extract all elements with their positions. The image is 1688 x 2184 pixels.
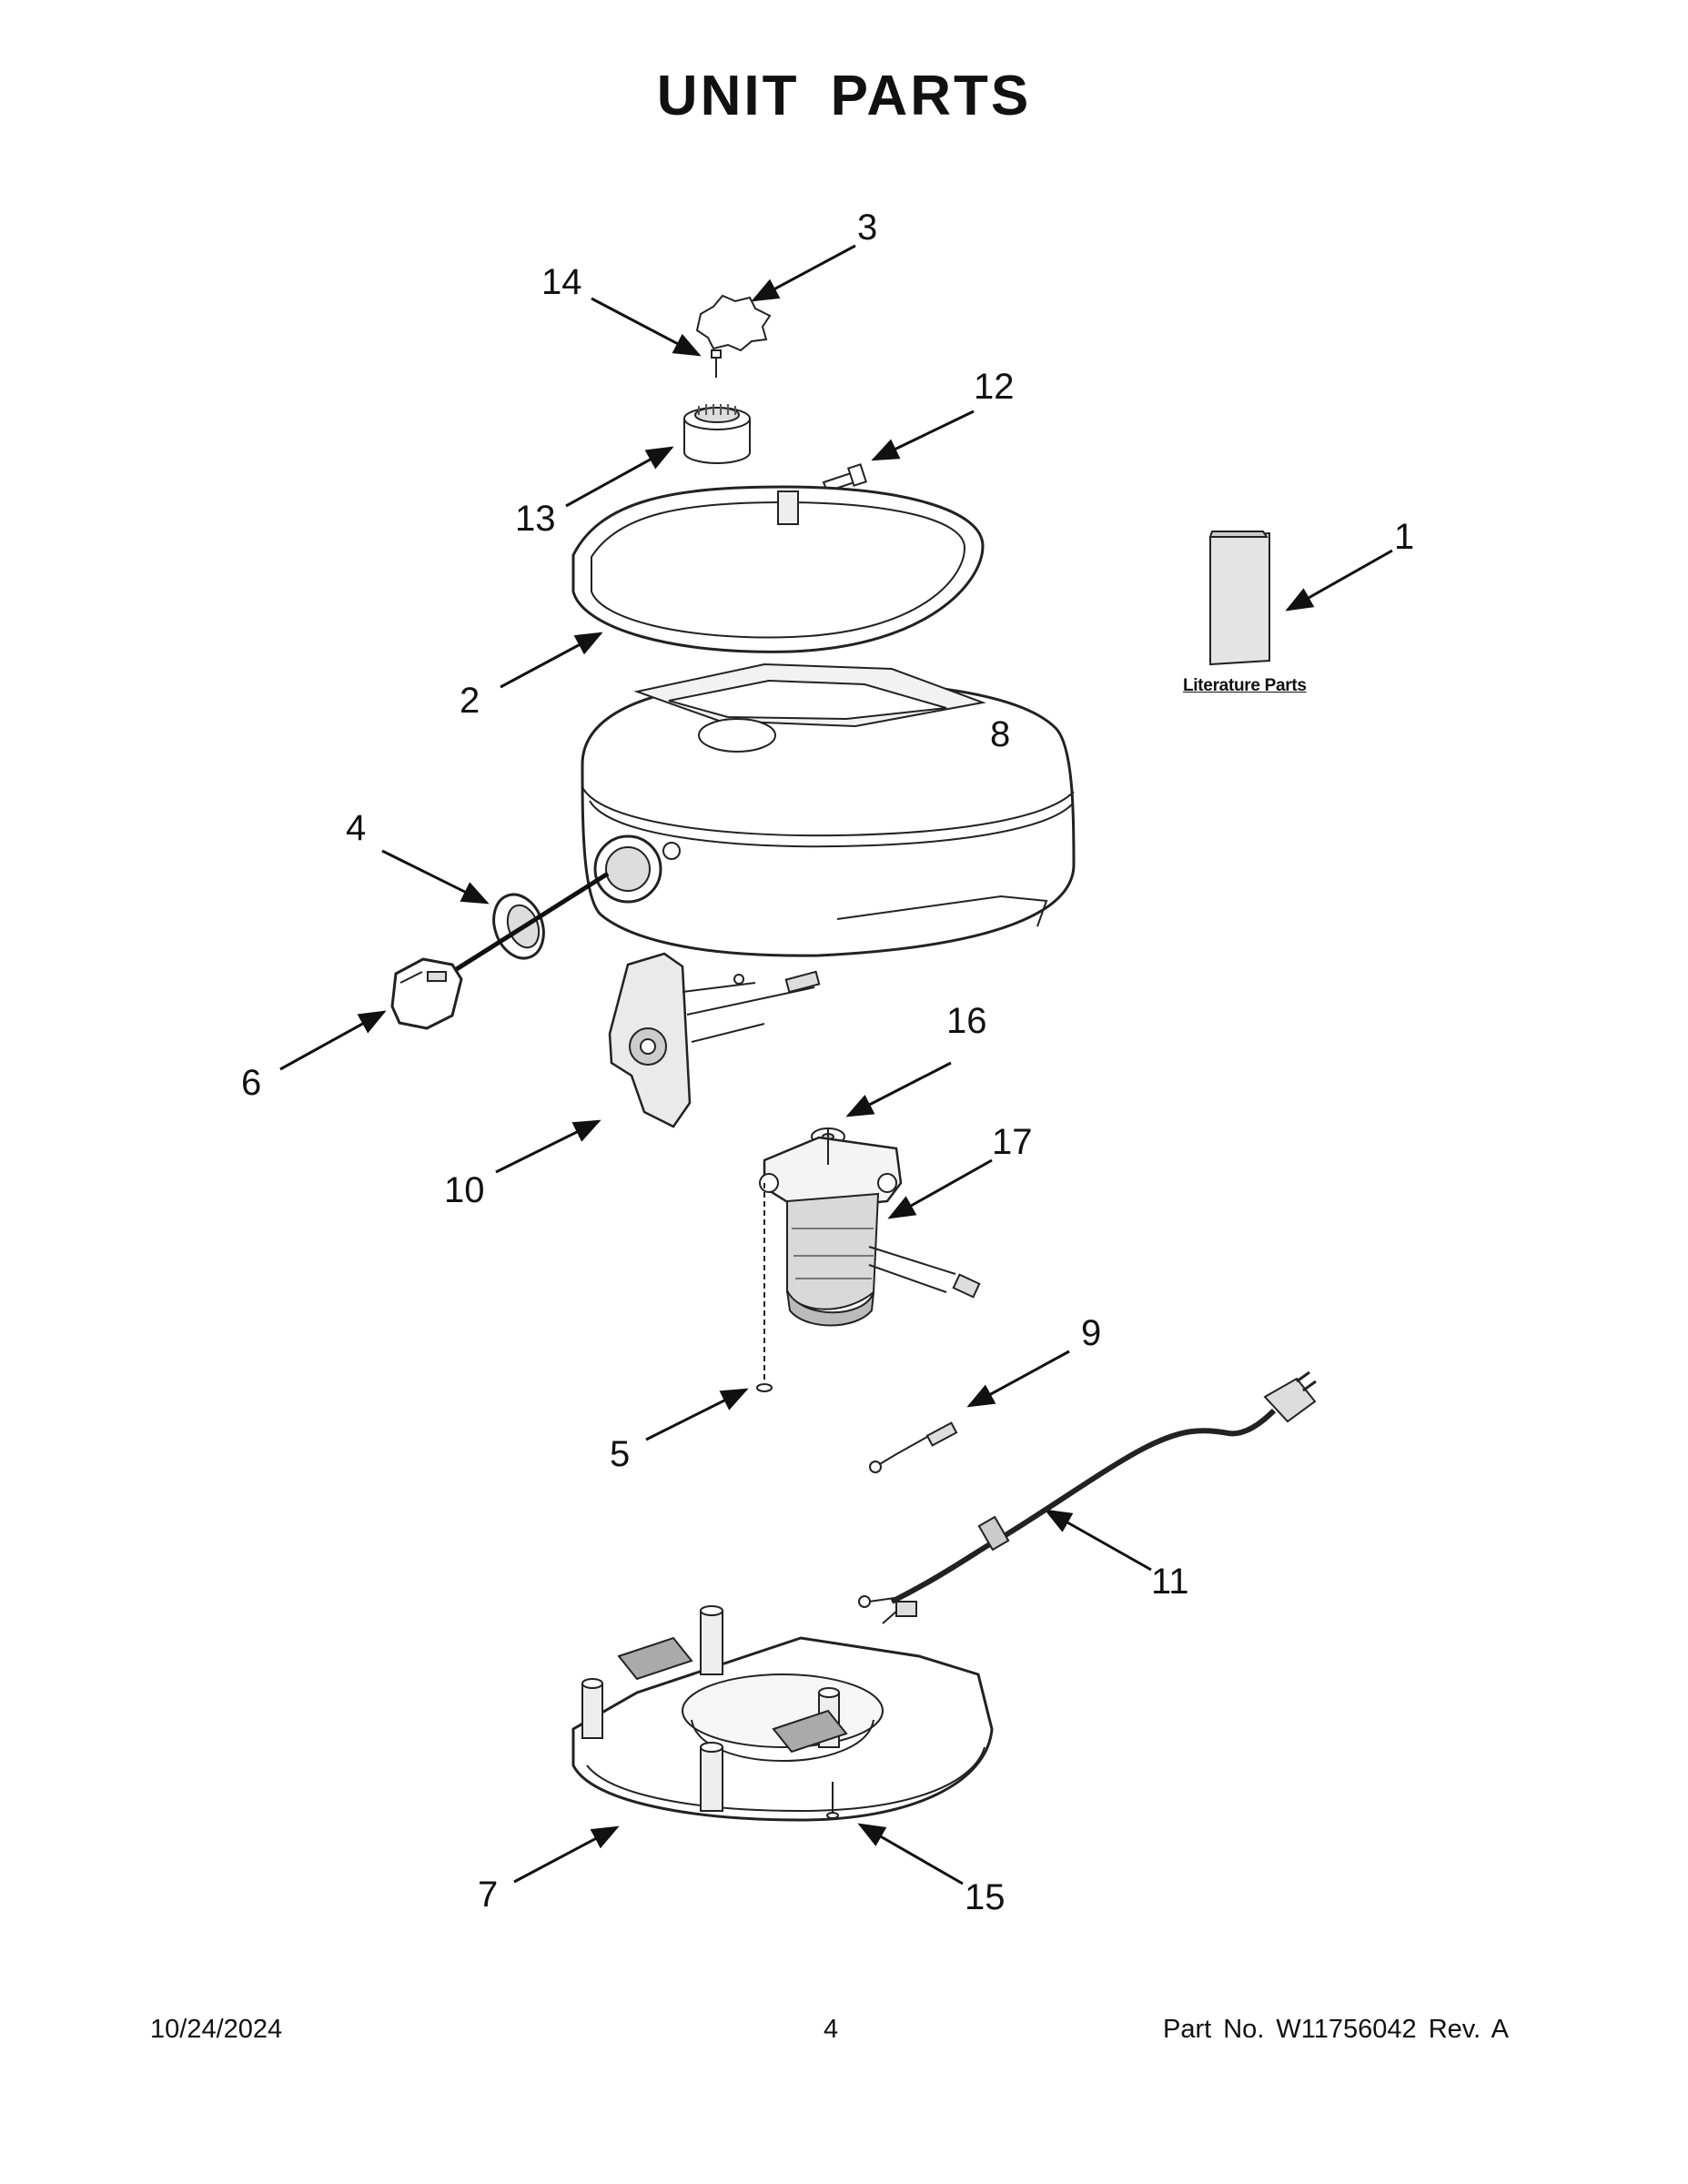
part-3-cap: [695, 294, 772, 352]
part-14-screw: [711, 349, 722, 378]
callout-8: 8: [990, 714, 1011, 754]
arrow-11: [1044, 1509, 1152, 1572]
callout-3: 3: [857, 207, 878, 248]
part-15-screw: [826, 1782, 839, 1819]
part-8-housing: [581, 662, 1076, 957]
callout-6: 6: [241, 1063, 262, 1103]
callout-16: 16: [946, 1001, 987, 1041]
arrow-17: [887, 1158, 993, 1219]
callout-13: 13: [515, 499, 556, 539]
arrow-15: [857, 1823, 964, 1886]
arrow-2: [500, 632, 603, 689]
callout-10: 10: [444, 1170, 485, 1210]
callout-15: 15: [965, 1877, 1006, 1917]
callout-2: 2: [460, 681, 480, 721]
part-4-dial-ring: [492, 893, 545, 960]
arrow-9: [966, 1350, 1070, 1408]
part-11-power-cord: [858, 1370, 1317, 1624]
callout-17: 17: [992, 1122, 1033, 1162]
part-5-screw: [756, 1183, 773, 1392]
part-1-literature: [1208, 531, 1270, 666]
part-2-trim-ring: [571, 485, 985, 653]
callout-5: 5: [610, 1434, 631, 1474]
footer-page-number: 4: [824, 2015, 839, 2044]
leader-arrows: [279, 244, 1393, 1886]
page-title: UNIT PARTS: [656, 65, 1032, 127]
arrow-12: [871, 410, 975, 461]
part-7-base: [571, 1605, 994, 1822]
arrow-10: [495, 1119, 601, 1174]
part-9-wire: [869, 1421, 958, 1473]
callout-1: 1: [1394, 517, 1415, 557]
part-6-knob: [390, 957, 463, 1030]
arrow-4: [381, 849, 490, 905]
part-17-motor: [759, 1128, 981, 1327]
arrow-13: [565, 446, 674, 508]
arrow-7: [513, 1825, 620, 1884]
callout-9: 9: [1081, 1313, 1102, 1353]
arrow-5: [645, 1388, 749, 1441]
footer-part-number: Part No. W11756042 Rev. A: [1163, 2015, 1510, 2044]
part-10-control-board: [608, 952, 821, 1128]
footer-date: 10/24/2024: [150, 2015, 283, 2044]
arrow-16: [845, 1061, 952, 1117]
dial-axis-line: [426, 871, 610, 990]
arrow-14: [591, 297, 702, 357]
callout-12: 12: [974, 367, 1015, 407]
arrow-3: [751, 244, 856, 302]
callout-4: 4: [346, 808, 367, 848]
literature-parts-label: Literature Parts: [1183, 676, 1307, 695]
arrow-6: [279, 1010, 387, 1071]
arrow-1: [1285, 549, 1393, 612]
part-13-coupler: [683, 404, 751, 464]
callout-11: 11: [1151, 1562, 1189, 1602]
callout-14: 14: [541, 262, 582, 302]
callout-7: 7: [478, 1875, 499, 1915]
